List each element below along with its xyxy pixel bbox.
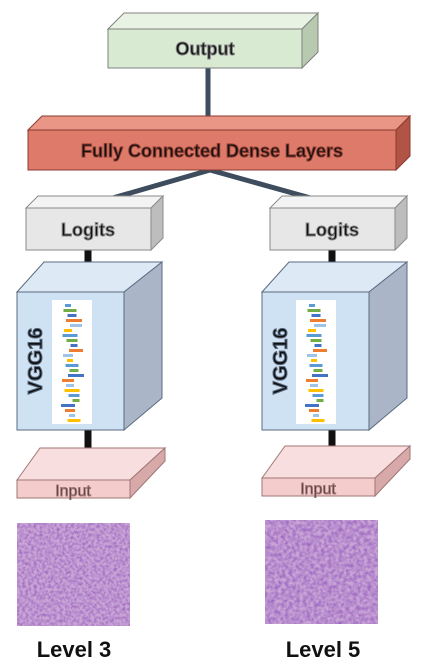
architecture-layer-mark: [309, 409, 319, 412]
architecture-layer-mark: [316, 399, 324, 402]
vgg-right-label: VGG16: [270, 328, 292, 395]
architecture-layer-mark: [310, 339, 322, 342]
architecture-layer-mark: [70, 324, 82, 327]
architecture-layer-mark: [307, 354, 317, 357]
output-label: Output: [176, 39, 235, 59]
output-box: Output: [106, 11, 320, 70]
architecture-layer-mark: [72, 399, 80, 402]
architecture-layer-mark: [314, 344, 322, 347]
histology-right-image: [265, 520, 378, 624]
architecture-layer-mark: [69, 414, 75, 417]
architecture-layer-mark: [63, 354, 73, 357]
architecture-layer-mark: [308, 389, 324, 392]
architecture-layer-mark: [68, 394, 80, 397]
architecture-layer-mark: [67, 314, 77, 317]
architecture-layer-mark: [312, 374, 328, 377]
vgg-left-label: VGG16: [25, 328, 47, 395]
logits-left-label: Logits: [61, 220, 115, 240]
architecture-layer-mark: [61, 404, 75, 407]
logits-right-box: Logits: [268, 194, 409, 252]
architecture-layer-mark: [68, 374, 84, 377]
architecture-layer-mark: [313, 369, 323, 372]
architecture-layer-mark: [65, 304, 71, 307]
architecture-layer-mark: [65, 409, 75, 412]
architecture-layer-mark: [311, 359, 317, 362]
architecture-layer-mark: [64, 329, 72, 332]
architecture-layer-mark: [70, 344, 78, 347]
architecture-layer-mark: [314, 324, 326, 327]
architecture-layer-mark: [69, 349, 83, 352]
architecture-layer-mark: [66, 319, 82, 322]
level-left-label: Level 3: [37, 637, 112, 662]
architecture-layer-mark: [65, 364, 79, 367]
architecture-layer-mark: [62, 379, 74, 382]
architecture-layer-mark: [67, 359, 73, 362]
architecture-layer-mark: [313, 414, 319, 417]
architecture-layer-mark: [306, 379, 318, 382]
architecture-layer-mark: [306, 334, 322, 337]
architecture-layer-mark: [313, 349, 327, 352]
architecture-layer-mark: [67, 419, 81, 422]
logits-right-label: Logits: [305, 220, 359, 240]
architecture-layer-mark: [305, 404, 319, 407]
vgg-left-block: VGG16: [15, 260, 164, 432]
architecture-layer-mark: [307, 309, 321, 312]
fc-layers-box: Fully Connected Dense Layers: [26, 114, 412, 172]
architecture-layer-mark: [310, 384, 318, 387]
architecture-layer-mark: [311, 314, 321, 317]
architecture-layer-mark: [63, 309, 77, 312]
level-right-label: Level 5: [286, 637, 361, 662]
architecture-layer-mark: [311, 419, 325, 422]
architecture-layer-mark: [308, 329, 316, 332]
fc-layers-label: Fully Connected Dense Layers: [81, 141, 343, 161]
architecture-layer-mark: [309, 364, 323, 367]
histology-left-image: [17, 523, 130, 626]
architecture-layer-mark: [62, 334, 78, 337]
input-left-slab: Input: [16, 446, 167, 501]
architecture-layer-mark: [69, 369, 79, 372]
architecture-layer-mark: [310, 319, 326, 322]
input-left-label: Input: [55, 483, 91, 500]
architecture-layer-mark: [312, 394, 324, 397]
architecture-layer-mark: [309, 304, 315, 307]
input-right-label: Input: [300, 481, 336, 498]
vgg-right-block: VGG16: [260, 260, 409, 432]
logits-left-box: Logits: [24, 194, 165, 252]
architecture-layer-mark: [66, 384, 74, 387]
architecture-layer-mark: [66, 339, 78, 342]
architecture-layer-mark: [64, 389, 80, 392]
input-right-slab: Input: [261, 444, 412, 499]
